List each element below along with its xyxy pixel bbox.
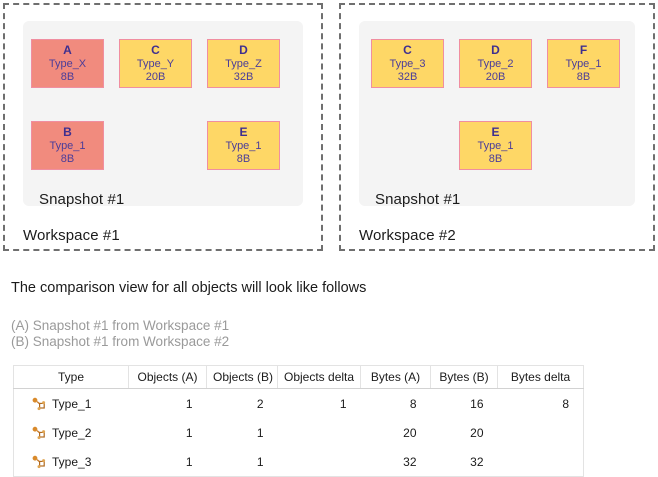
column-header-bytes-b[interactable]: Bytes (B) (430, 365, 498, 389)
object-node-size: 8B (576, 71, 591, 83)
object-node-c-ws1[interactable]: C Type_Y 20B (119, 39, 192, 88)
table-row[interactable]: Type_3 1 1 32 32 (14, 447, 584, 477)
table-cell-objects-b: 1 (256, 425, 264, 440)
object-node-name: F (579, 43, 588, 57)
table-cell-bytes-b: 32 (470, 454, 484, 469)
object-node-name: D (239, 43, 248, 57)
object-node-size: 8B (488, 153, 503, 165)
table-row[interactable]: Type_2 1 1 20 20 (14, 418, 584, 447)
table-cell-type-label: Type_3 (52, 454, 92, 469)
table-cell-bytes-a: 8 (409, 396, 417, 411)
column-header-objects-delta[interactable]: Objects delta (277, 365, 361, 389)
object-node-d-ws1[interactable]: D Type_Z 32B (207, 39, 280, 88)
objects-icon (32, 455, 46, 469)
table-cell-objects-a: 1 (185, 425, 193, 440)
objects-icon (32, 426, 46, 440)
table-cell-bytes-a: 32 (403, 454, 417, 469)
table-cell-objects-a: 1 (185, 454, 193, 469)
table-cell-bytes-b: 20 (470, 425, 484, 440)
table-cell-objects-delta: 1 (339, 396, 347, 411)
object-node-name: E (239, 125, 248, 139)
column-header-bytes-delta[interactable]: Bytes delta (497, 365, 584, 389)
table-cell-bytes-a: 20 (403, 425, 417, 440)
object-node-type: Type_2 (477, 58, 514, 70)
object-node-e-ws1[interactable]: E Type_1 8B (207, 121, 280, 170)
object-node-size: 32B (397, 71, 418, 83)
table-cell-type: Type_1 (14, 389, 129, 419)
snapshot-label-2: Snapshot #1 (375, 191, 461, 208)
legend-line-a: (A) Snapshot #1 from Workspace #1 (11, 318, 230, 333)
object-node-type: Type_X (48, 58, 87, 70)
table-cell-objects-b: 2 (256, 396, 264, 411)
table-cell-type: Type_2 (14, 418, 129, 447)
object-node-type: Type_Z (225, 58, 262, 70)
table-cell-objects-delta (278, 447, 361, 477)
object-node-type: Type_1 (225, 140, 262, 152)
object-node-d-ws2[interactable]: D Type_2 20B (459, 39, 532, 88)
object-node-type: Type_1 (49, 140, 86, 152)
table-row[interactable]: Type_1 1 2 1 8 16 8 (14, 389, 584, 419)
object-node-e-ws2[interactable]: E Type_1 8B (459, 121, 532, 170)
legend-line-b: (B) Snapshot #1 from Workspace #2 (11, 334, 230, 349)
object-node-name: D (491, 43, 500, 57)
snapshot-label-1: Snapshot #1 (39, 191, 125, 208)
object-node-a[interactable]: A Type_X 8B (31, 39, 104, 88)
object-node-f-ws2[interactable]: F Type_1 8B (547, 39, 620, 88)
object-node-size: 8B (60, 71, 75, 83)
object-node-type: Type_3 (389, 58, 426, 70)
objects-icon (32, 397, 46, 411)
object-node-name: B (63, 125, 72, 139)
object-node-size: 8B (236, 153, 251, 165)
object-node-b[interactable]: B Type_1 8B (31, 121, 104, 170)
table-cell-type-label: Type_1 (52, 396, 92, 411)
table-cell-bytes-b: 16 (470, 396, 484, 411)
object-node-name: E (491, 125, 500, 139)
table-cell-bytes-delta: 8 (562, 396, 569, 411)
comparison-table: Type Objects (A) Objects (B) Objects del… (13, 365, 584, 477)
table-cell-objects-delta (278, 418, 361, 447)
object-node-c-ws2[interactable]: C Type_3 32B (371, 39, 444, 88)
object-node-type: Type_1 (565, 58, 602, 70)
table-header-row: Type Objects (A) Objects (B) Objects del… (13, 365, 584, 389)
table-cell-objects-a: 1 (185, 396, 193, 411)
table-cell-bytes-delta (498, 447, 584, 477)
column-header-type[interactable]: Type (13, 365, 129, 389)
object-node-name: C (151, 43, 160, 57)
object-node-name: C (403, 43, 412, 57)
table-cell-type-label: Type_2 (52, 425, 92, 440)
object-node-size: 20B (485, 71, 506, 83)
column-header-objects-a[interactable]: Objects (A) (128, 365, 207, 389)
column-header-bytes-a[interactable]: Bytes (A) (360, 365, 431, 389)
workspace-label-1: Workspace #1 (23, 227, 120, 244)
table-cell-objects-b: 1 (256, 454, 264, 469)
table-cell-type: Type_3 (14, 447, 129, 477)
object-node-size: 20B (145, 71, 166, 83)
workspace-label-2: Workspace #2 (359, 227, 456, 244)
object-node-type: Type_1 (477, 140, 514, 152)
column-header-objects-b[interactable]: Objects (B) (206, 365, 278, 389)
object-node-size: 8B (60, 153, 75, 165)
table-cell-bytes-delta (498, 418, 584, 447)
object-node-size: 32B (233, 71, 254, 83)
object-node-type: Type_Y (136, 58, 175, 70)
object-node-name: A (63, 43, 72, 57)
caption-main: The comparison view for all objects will… (11, 280, 367, 296)
